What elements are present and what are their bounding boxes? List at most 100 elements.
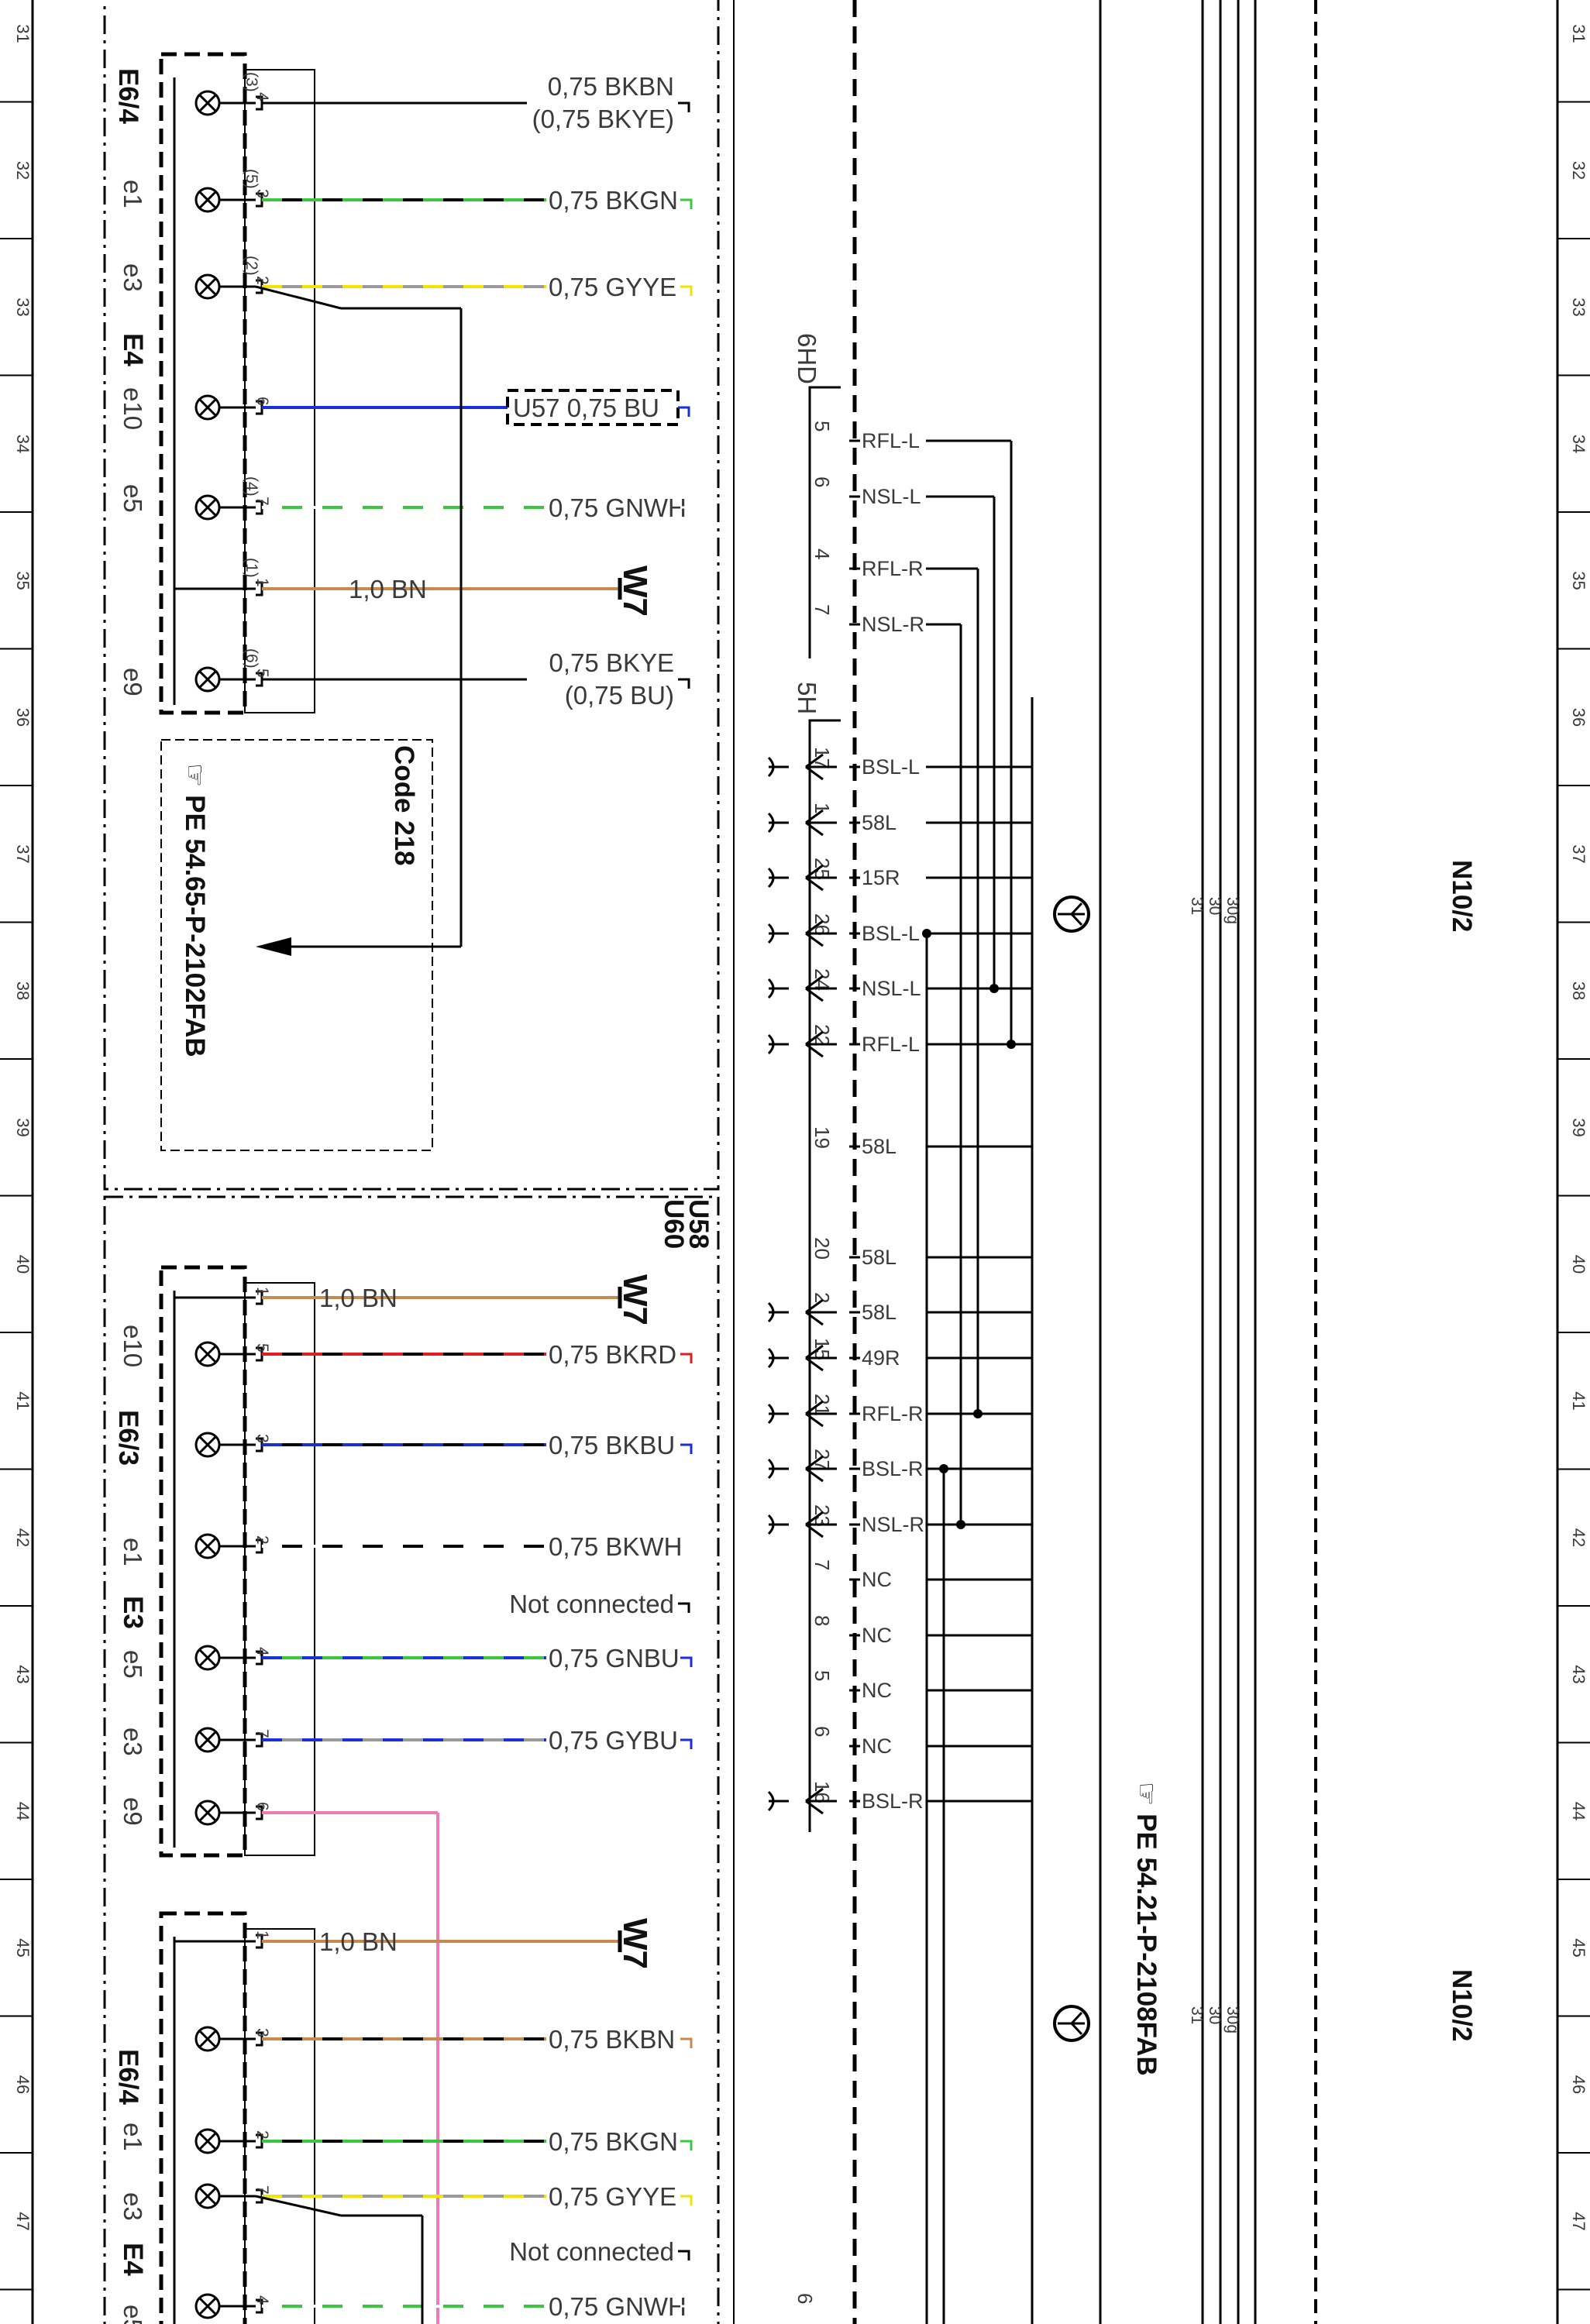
alt-pin-number: (6) (243, 648, 260, 669)
connector-pin-label: RFL-R (862, 557, 924, 580)
connector-pin-number: 2 (810, 1292, 834, 1303)
pin-number: 6 (253, 1802, 271, 1811)
lamp-code-label: e3 (119, 263, 147, 292)
connector-pin-label: RFL-L (862, 429, 920, 452)
lamp-code-label: E4 (118, 333, 148, 366)
grid-label-left: 34 (13, 435, 33, 453)
wire-end-hook (680, 2195, 693, 2205)
connector-pin-number: 16 (810, 1781, 834, 1803)
grid-label-left: 33 (13, 297, 33, 316)
lamp-symbol-x2 (198, 191, 217, 209)
control-unit-label: N10/2 (1447, 860, 1477, 932)
plug-symbol (805, 864, 837, 892)
connector-pin-label: BSL-L (862, 755, 920, 779)
lamp-symbol-x2 (198, 2187, 217, 2205)
ground-point-label: W7 (616, 1918, 654, 1969)
pin-number: 7 (253, 497, 271, 506)
lamp-code-label: e9 (119, 668, 147, 696)
wire-end-hook (680, 2305, 693, 2315)
alt-pin-number: (5) (243, 169, 260, 189)
socket-symbol (767, 1301, 789, 1323)
lamp-symbol-x2 (198, 1537, 217, 1556)
lamp-code-label: e1 (119, 180, 147, 208)
wire-end-hook (680, 1738, 693, 1749)
pin-number: 5 (253, 1343, 271, 1353)
wire-label: 0,75 BKGN (549, 186, 678, 215)
connector-pin-number: 6 (810, 476, 834, 487)
transistor-leg (1070, 902, 1083, 916)
lamp-symbol-x2 (198, 94, 217, 112)
connector-pin-label: BSL-R (862, 1789, 924, 1813)
transistor-leg (1070, 2022, 1083, 2036)
plug-symbol (805, 975, 837, 1002)
connector-pin-number: 15 (810, 1338, 834, 1360)
junction-dot (1007, 1040, 1016, 1049)
pin-number: 4 (253, 2295, 271, 2305)
lamp-code-label: E3 (118, 1596, 148, 1629)
connector-name: 5H (793, 682, 821, 714)
module-label: E6/3 (113, 1410, 143, 1466)
module-label: E6/4 (113, 2049, 143, 2106)
supply-line-label: 30 (1206, 2006, 1223, 2024)
wire-label: 0,75 BKYE (549, 648, 674, 677)
lamp-symbol-x2 (198, 2132, 217, 2150)
lamp-code-label: e5 (119, 1650, 147, 1679)
wire-end-hook (678, 406, 690, 417)
pin-number: 1 (253, 1287, 271, 1296)
lamp-code-label: E4 (118, 2243, 148, 2276)
wire-end-hook (680, 506, 693, 517)
pin-number: 3 (253, 2028, 271, 2037)
junction-dot (922, 929, 931, 938)
lamp-symbol-x2 (198, 2297, 217, 2315)
connector-pin-number: 26 (810, 913, 834, 936)
connector-pin-number: 6 (810, 1726, 834, 1737)
alt-pin-number: (1) (243, 558, 260, 578)
lamp-symbol-x2 (198, 1345, 217, 1363)
plug-symbol (805, 1298, 837, 1326)
pin-number: 1 (253, 578, 271, 587)
socket-symbol (767, 978, 789, 999)
lamp-code-label: e10 (119, 1325, 147, 1367)
grid-label-right: 44 (1569, 1802, 1588, 1820)
connector-pin-label: NSL-R (862, 613, 924, 636)
wire-end-hook (680, 285, 693, 296)
lamp-symbol-x2 (198, 498, 217, 517)
wire-end-hook (680, 198, 693, 209)
wire-end-hook (680, 1545, 693, 1556)
wire-alt-label: (0,75 BKYE) (532, 105, 674, 133)
lamp-symbol-x2 (198, 277, 217, 296)
module-code-label: U60 (659, 1199, 689, 1249)
lamp-code-label: e1 (119, 1538, 147, 1566)
grid-label-left: 44 (13, 1802, 33, 1820)
connector-pin-number: 7 (810, 1559, 834, 1570)
transistor-leg (1070, 913, 1083, 927)
connector-pin-label: NSL-R (862, 1513, 924, 1536)
plug-symbol (805, 1030, 837, 1058)
wire-label: 1,0 BN (319, 1927, 398, 1956)
socket-symbol (767, 1514, 789, 1535)
socket-symbol (767, 1458, 789, 1480)
grid-label-left: 39 (13, 1118, 33, 1136)
lamp-code-label: e3 (119, 1728, 147, 1756)
wire-end-hook (678, 1602, 690, 1613)
wire-end-hook (680, 2037, 693, 2048)
pin-number: 3 (253, 189, 271, 198)
socket-symbol (767, 923, 789, 944)
connector-pin-number: 1 (810, 803, 834, 813)
ground-point-label: W7 (616, 566, 654, 617)
connector-pin-label: NSL-L (862, 977, 921, 1000)
pin-number: 3 (253, 1434, 271, 1443)
plug-symbol (805, 1344, 837, 1372)
alt-pin-number: (4) (243, 476, 260, 497)
lamp-symbol-x2 (198, 2030, 217, 2048)
connector-pin-number: 21 (810, 1394, 834, 1416)
grid-label-left: 36 (13, 708, 33, 727)
arrow-head (256, 937, 291, 956)
connector-5h-outline (808, 719, 841, 1832)
grid-label-right: 36 (1569, 708, 1588, 727)
connector-housing (244, 1928, 315, 2324)
upper-unit-frame (103, 0, 720, 1191)
connector-pin-label: RFL-R (862, 1402, 924, 1425)
